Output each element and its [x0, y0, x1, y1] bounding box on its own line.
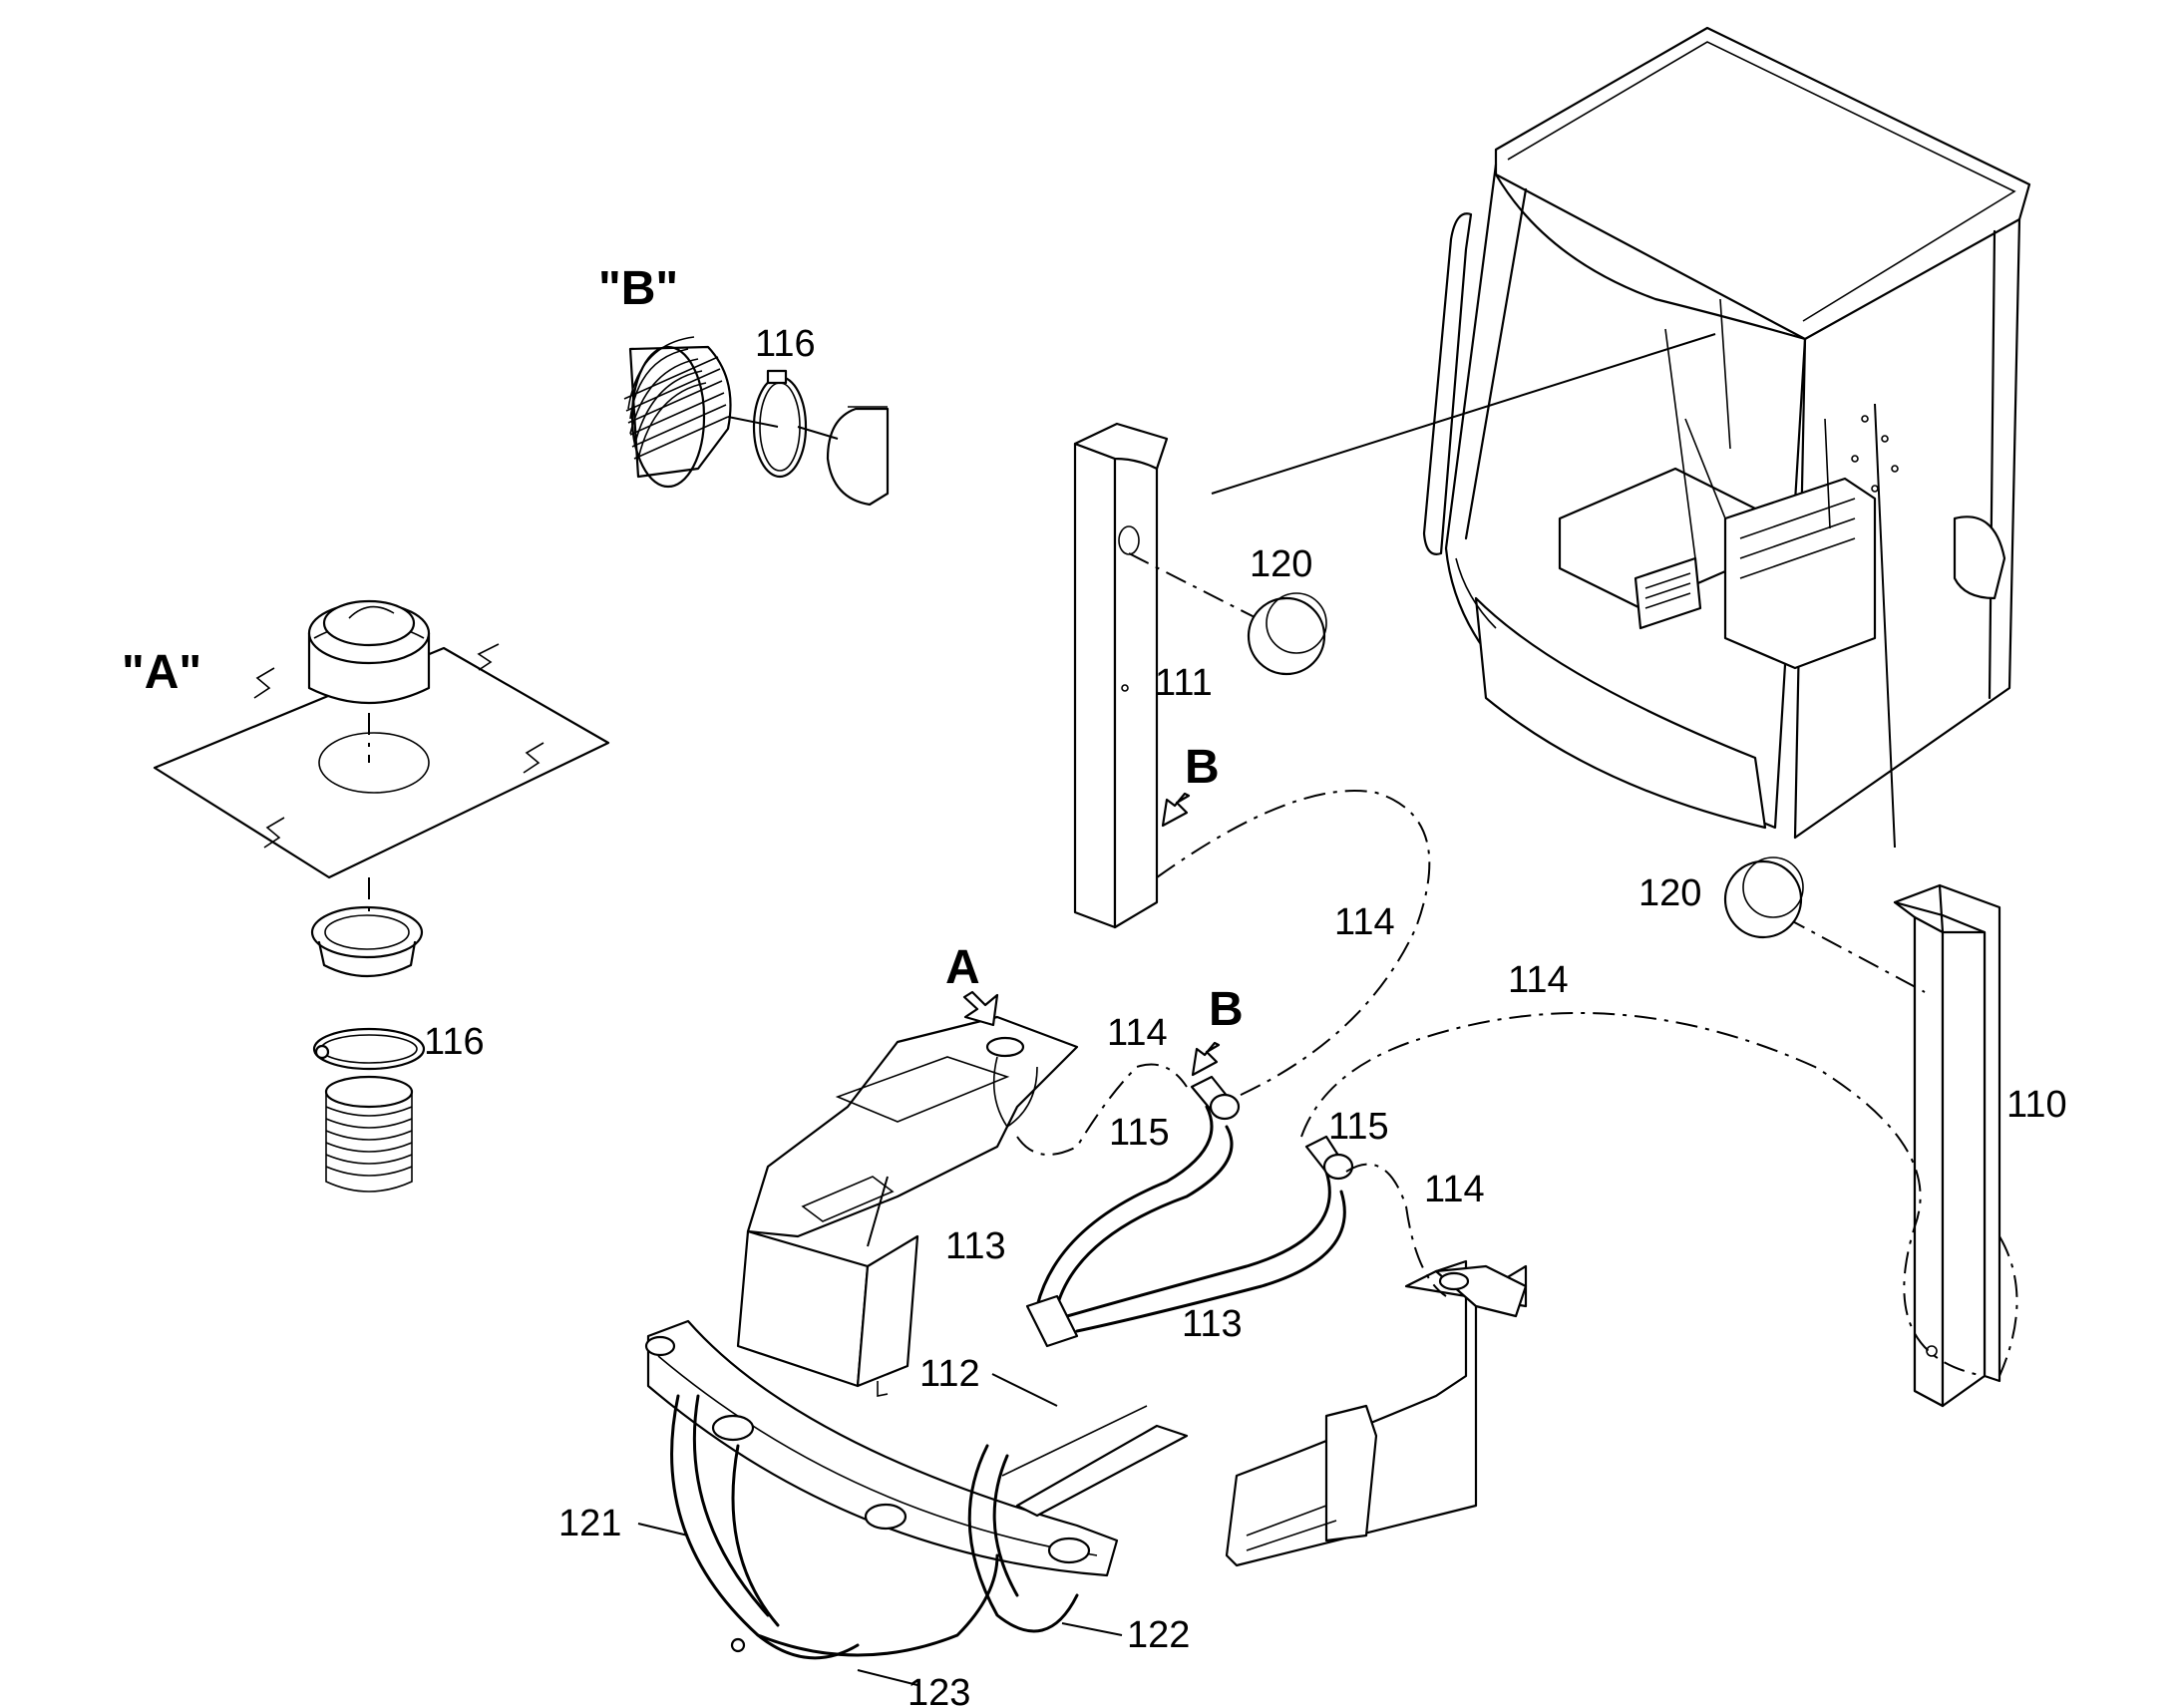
duct-b	[826, 406, 890, 507]
arrow-label-a: A	[945, 941, 980, 994]
flex-hose-a	[324, 1075, 414, 1193]
hose-clamp-a	[312, 1027, 426, 1071]
callout-leaders	[637, 1176, 1123, 1686]
callout-116-a: 116	[424, 1021, 485, 1063]
routing-lines	[1016, 333, 2018, 1377]
vent-outlet-a	[307, 599, 431, 705]
view-label-b: "B"	[598, 262, 678, 315]
dashboard-console	[736, 1015, 1079, 1397]
column-111	[1073, 422, 1169, 929]
grommet-120-top	[1247, 592, 1327, 676]
callout-121: 121	[558, 1503, 621, 1544]
lower-manifold	[644, 1319, 1189, 1577]
callout-123: 123	[908, 1672, 970, 1708]
cab-assembly	[1422, 26, 2031, 840]
arrow-b-pointer-lower	[1191, 1041, 1221, 1077]
side-duct-panel	[1225, 1259, 1528, 1567]
callout-111: 111	[1155, 662, 1213, 704]
arrow-a-pointer	[962, 990, 999, 1027]
callout-110: 110	[2006, 1084, 2067, 1126]
arrow-label-b-upper: B	[1185, 741, 1220, 794]
callout-120-right: 120	[1638, 872, 1701, 914]
callout-114-c: 114	[1107, 1012, 1168, 1054]
callout-115-b: 115	[1328, 1106, 1389, 1148]
callout-114-a: 114	[1334, 901, 1395, 943]
hoses	[670, 1075, 1354, 1660]
callout-113-b: 113	[1182, 1303, 1243, 1345]
callout-112: 112	[919, 1353, 980, 1395]
arrow-b-pointer-upper	[1161, 792, 1191, 828]
callout-113-a: 113	[945, 1225, 1006, 1267]
callout-116-b: 116	[755, 323, 816, 365]
callout-120-top: 120	[1250, 543, 1312, 585]
arrow-label-b-lower: B	[1209, 983, 1244, 1036]
callout-115-a: 115	[1109, 1112, 1170, 1154]
detail-a	[153, 599, 610, 1193]
callout-122: 122	[1127, 1614, 1190, 1656]
flex-hose-b	[623, 336, 732, 489]
callout-114-b: 114	[1508, 959, 1569, 1001]
view-label-a: "A"	[122, 646, 201, 699]
collar-a	[310, 905, 424, 978]
grommet-120-right	[1723, 856, 1804, 939]
column-110	[1893, 883, 2001, 1408]
callout-114-d: 114	[1424, 1169, 1485, 1210]
detail-b	[623, 336, 890, 507]
